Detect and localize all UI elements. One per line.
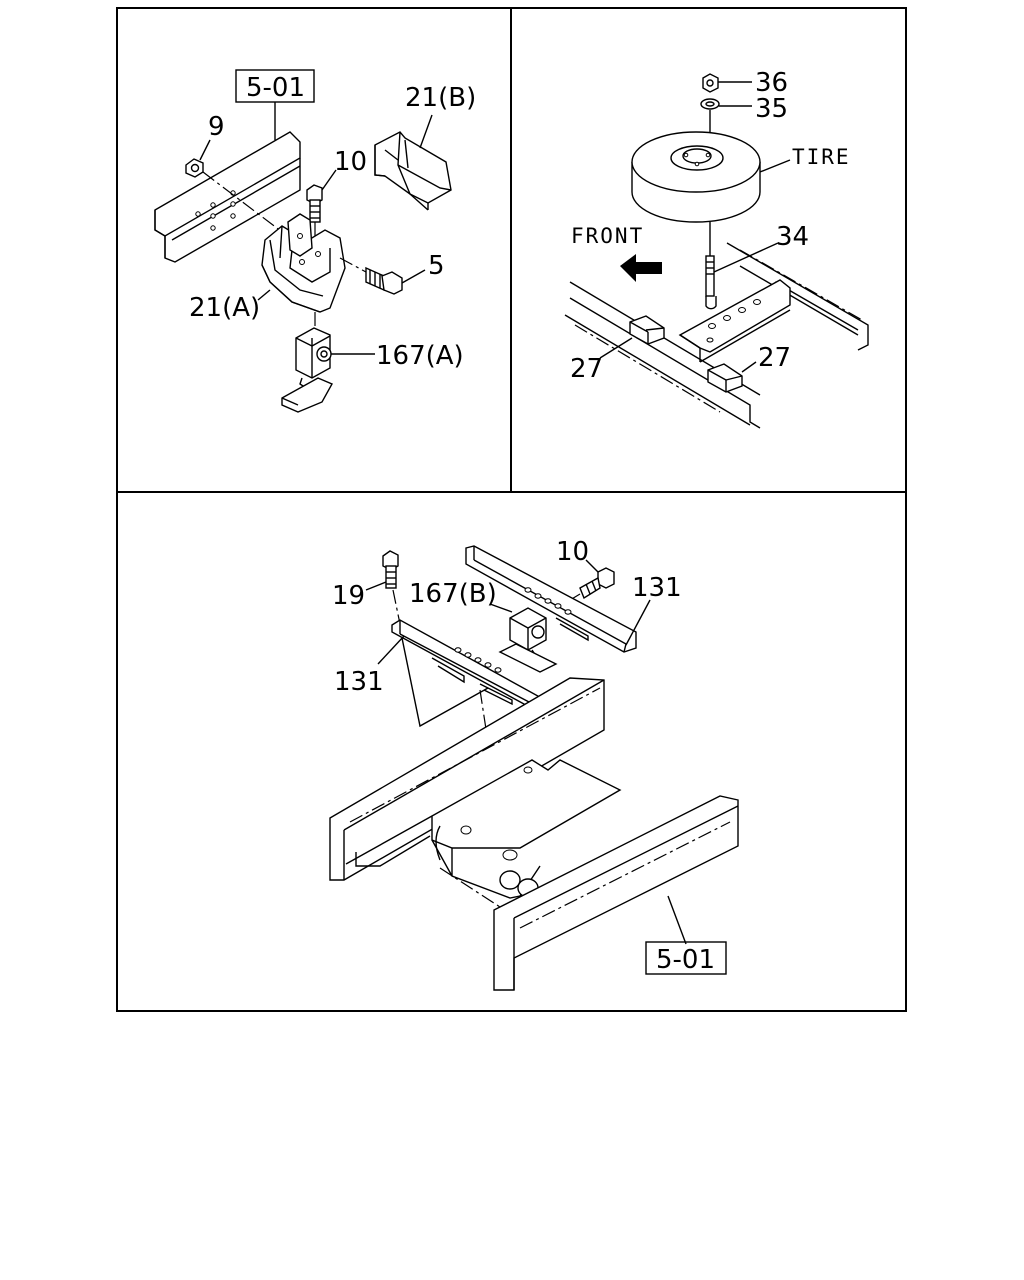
bolt-19: 19 (332, 550, 401, 625)
label-27-left: 27 (570, 354, 603, 384)
block-27-right: 27 (707, 343, 791, 393)
label-167b: 167(B) (409, 579, 497, 609)
frame-rail-a (154, 131, 301, 263)
label-36: 36 (755, 68, 788, 98)
label-9: 9 (208, 112, 225, 142)
lock-167b: 167(B) (409, 579, 558, 673)
label-167a: 167(A) (376, 341, 464, 371)
label-131-right: 131 (632, 573, 682, 603)
ref-box-5-01-c (645, 941, 727, 975)
spare-tire: TIRE (631, 131, 851, 223)
bolt-10-a: 10 (306, 147, 367, 250)
nut-36: 36 (702, 68, 788, 98)
frame-rails-b (564, 242, 869, 429)
label-10: 10 (334, 147, 367, 177)
label-front: FRONT (571, 224, 644, 248)
rail-131-right: 131 (465, 545, 682, 653)
label-27-right: 27 (758, 343, 791, 373)
nut-9: 9 (185, 112, 291, 239)
hook-bolt-34: 34 (705, 222, 809, 310)
panel-a: 5-01 9 (154, 69, 476, 413)
ref-box-label-c: 5-01 (656, 945, 715, 975)
ref-box-label: 5-01 (246, 73, 305, 103)
label-10-c: 10 (556, 537, 589, 567)
panel-c: 19 10 131 (329, 537, 739, 991)
chassis-frame-c: 5-01 (329, 677, 739, 991)
bolt-5: 5 (339, 251, 445, 295)
rail-131-left: 131 (334, 619, 557, 722)
label-35: 35 (755, 94, 788, 124)
label-19: 19 (332, 581, 365, 611)
lock-167a: 167(A) (281, 312, 464, 413)
bracket-21a: 21(A) (189, 213, 346, 323)
label-34: 34 (776, 222, 809, 252)
panel-b: 36 35 TIRE (564, 68, 869, 429)
panel-frames (116, 7, 907, 1012)
label-21a: 21(A) (189, 293, 260, 323)
bracket-21b: 21(B) (374, 83, 476, 211)
block-27-left: 27 (570, 315, 665, 384)
label-5: 5 (428, 251, 445, 281)
label-21b: 21(B) (405, 83, 476, 113)
label-131-left: 131 (334, 667, 384, 697)
washer-35: 35 (700, 94, 788, 124)
ref-box-5-01-a: 5-01 (235, 69, 315, 140)
front-arrow: FRONT (571, 224, 662, 282)
label-tire: TIRE (792, 145, 851, 169)
